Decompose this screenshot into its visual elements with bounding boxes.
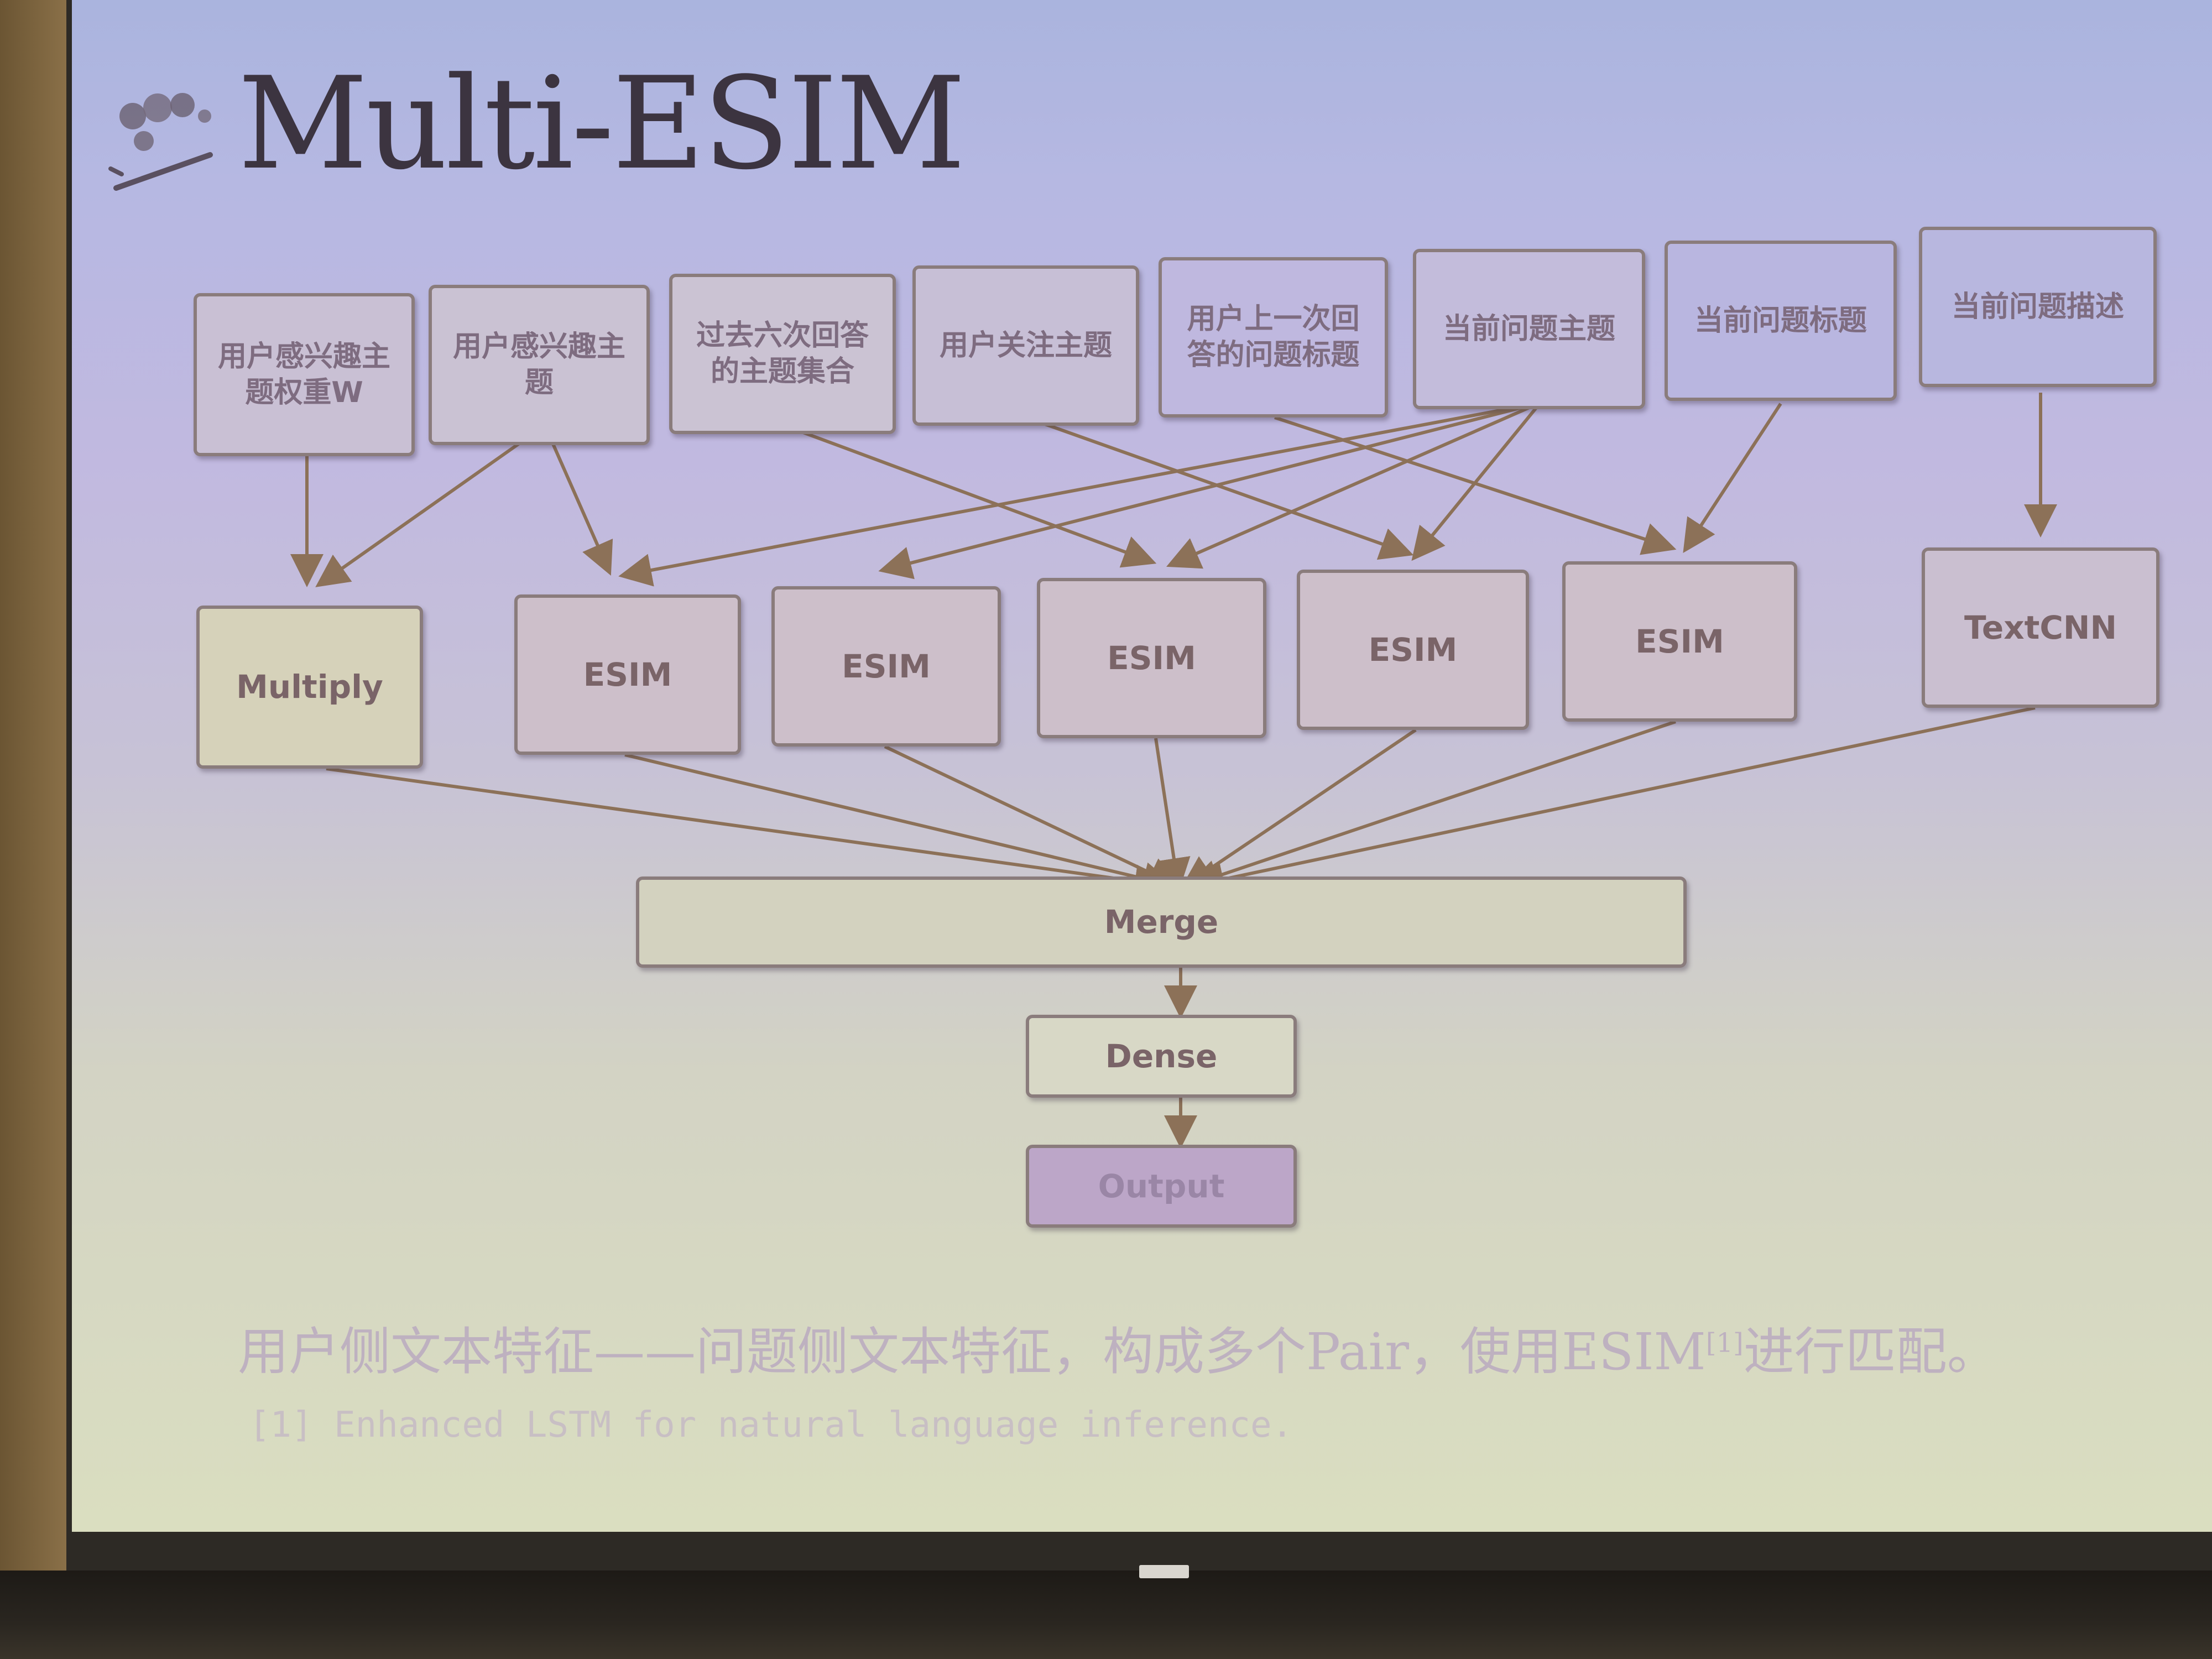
input-box-interest-topic: 用户感兴趣主题 xyxy=(429,285,650,445)
output-label: Output xyxy=(1098,1167,1225,1205)
textcnn-label: TextCNN xyxy=(1964,608,2117,646)
input-box-question-title: 当前问题标题 xyxy=(1665,241,1897,401)
arrow-title-to-esim-5 xyxy=(1683,403,1782,554)
esim-label-2: ESIM xyxy=(842,647,931,685)
merge-label: Merge xyxy=(1104,903,1219,941)
arrow-interest-to-esim-1 xyxy=(546,430,613,576)
multiply-node: Multiply xyxy=(196,606,423,769)
esim-label-3: ESIM xyxy=(1107,639,1196,677)
connector-arrows xyxy=(290,393,2057,1149)
esim-node-1: ESIM xyxy=(514,594,741,755)
slide-logo-icon xyxy=(108,93,213,191)
input-label-last-answer-title: 用户上一次回答的问题标题 xyxy=(1187,302,1360,372)
arrow-esim-3-to-merge xyxy=(1154,738,1191,891)
arrow-history-to-esim-3 xyxy=(784,424,1157,568)
textcnn-node: TextCNN xyxy=(1922,547,2159,708)
slide-caption: 用户侧文本特征——问题侧文本特征，构成多个Pair，使用ESIM[1]进行匹配。 xyxy=(238,1311,1998,1384)
arrow-follow-to-esim-4 xyxy=(1033,419,1414,560)
arrow-esim-2-to-merge xyxy=(884,745,1181,889)
input-box-question-description: 当前问题描述 xyxy=(1919,227,2157,387)
input-label-followed-topic: 用户关注主题 xyxy=(939,328,1112,362)
input-box-last-answer-title: 用户上一次回答的问题标题 xyxy=(1159,257,1388,418)
dense-label: Dense xyxy=(1105,1037,1218,1075)
input-label-interest-topic: 用户感兴趣主题 xyxy=(452,330,625,399)
esim-node-5: ESIM xyxy=(1562,561,1797,722)
arrow-multiply-to-merge xyxy=(326,767,1168,898)
slide: Multi-ESIM xyxy=(72,0,2212,1532)
input-box-topic-weight: 用户感兴趣主题权重W xyxy=(194,293,415,456)
caption-ref-marker: [1] xyxy=(1705,1327,1744,1359)
esim-node-2: ESIM xyxy=(771,586,1001,747)
input-box-past-answers: 过去六次回答的主题集合 xyxy=(669,274,896,434)
esim-label-1: ESIM xyxy=(583,655,672,693)
multiply-label: Multiply xyxy=(236,668,383,706)
arrow-topic-to-esim-1 xyxy=(618,405,1521,587)
room-floor xyxy=(0,1571,2212,1659)
input-label-topic-weight: 用户感兴趣主题权重W xyxy=(217,340,390,409)
arrow-topic-to-esim-3 xyxy=(1166,405,1533,569)
input-box-followed-topic: 用户关注主题 xyxy=(912,265,1139,426)
input-label-question-description: 当前问题描述 xyxy=(1951,290,2124,324)
arrow-textcnn-to-merge xyxy=(1191,706,2036,896)
input-label-question-title: 当前问题标题 xyxy=(1694,304,1867,337)
caption-tail: 进行匹配。 xyxy=(1743,1322,1998,1381)
arrow-topic-to-esim-4 xyxy=(1411,405,1539,561)
dense-node: Dense xyxy=(1026,1015,1297,1098)
input-label-question-topic: 当前问题主题 xyxy=(1442,312,1615,346)
screen-logo xyxy=(1139,1565,1189,1578)
slide-reference: [1] Enhanced LSTM for natural language i… xyxy=(249,1405,1293,1446)
caption-text: 用户侧文本特征——问题侧文本特征，构成多个Pair，使用ESIM xyxy=(238,1322,1706,1381)
output-node: Output xyxy=(1026,1145,1297,1228)
arrow-esim-4-to-merge xyxy=(1181,728,1417,889)
esim-label-4: ESIM xyxy=(1368,630,1458,669)
arrow-esim-5-to-merge xyxy=(1185,720,1676,893)
slide-title: Multi-ESIM xyxy=(238,50,966,198)
arrow-interest-to-multiply xyxy=(315,430,538,587)
input-box-question-topic: 当前问题主题 xyxy=(1413,249,1645,409)
esim-label-5: ESIM xyxy=(1635,622,1724,660)
input-label-past-answers: 过去六次回答的主题集合 xyxy=(696,319,869,388)
esim-node-4: ESIM xyxy=(1297,570,1529,730)
arrow-esim-1-to-merge xyxy=(624,753,1176,895)
esim-node-3: ESIM xyxy=(1037,578,1266,738)
merge-node: Merge xyxy=(636,877,1687,968)
arrow-topic-to-esim-2 xyxy=(878,405,1527,580)
